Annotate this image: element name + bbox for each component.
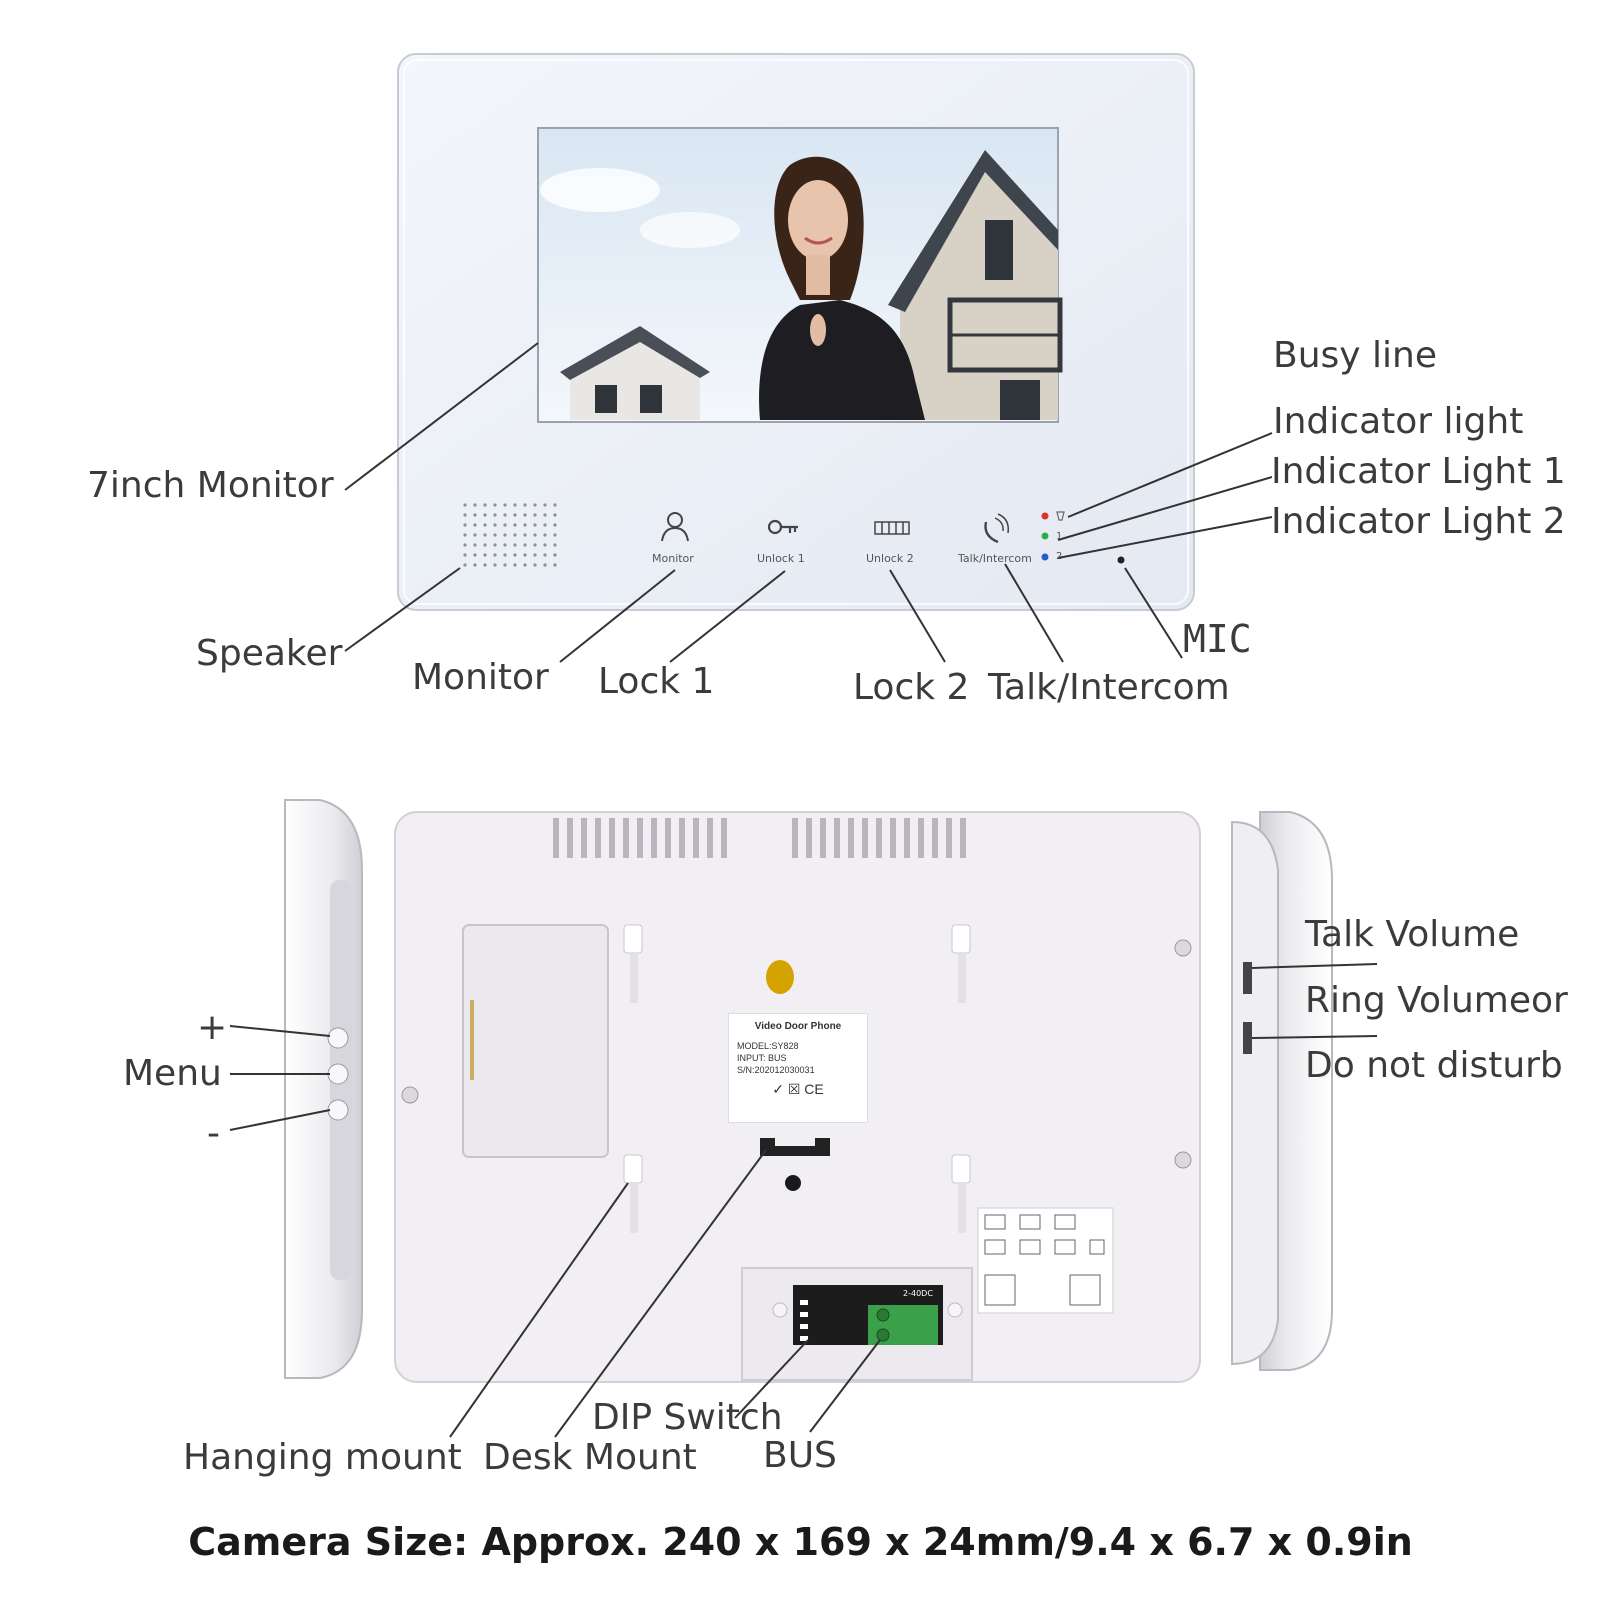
- callout-lock1: Lock 1: [598, 661, 715, 702]
- monitor-screen: [537, 127, 1063, 423]
- left-side-view: [284, 799, 363, 1379]
- led-1: [1041, 532, 1049, 540]
- product-sticker: Video Door Phone MODEL:SY828 INPUT: BUS …: [728, 1013, 868, 1123]
- led2-caption: 2: [1056, 551, 1063, 562]
- sticker-title: Video Door Phone: [754, 1021, 842, 1032]
- callout-hanging-mount: Hanging mount: [183, 1437, 462, 1478]
- terminal-dc-label: 2-40DC: [903, 1289, 933, 1298]
- callout-indicator-light: Indicator light: [1273, 401, 1524, 442]
- speaker-grill: [458, 500, 560, 570]
- phone-icon: [984, 513, 1010, 544]
- callout-talk-intercom: Talk/Intercom: [988, 667, 1230, 708]
- sticker-sn: S/N:202012030031: [737, 1064, 815, 1075]
- talk-volume-switch[interactable]: [1243, 962, 1252, 994]
- visitor-figure: [759, 156, 925, 420]
- unlock1-button-caption[interactable]: Unlock 1: [757, 552, 805, 565]
- right-side-view: [1231, 811, 1333, 1371]
- unlock2-button-caption[interactable]: Unlock 2: [866, 552, 914, 565]
- callout-lock2: Lock 2: [853, 667, 970, 708]
- callout-ring-volume: Ring Volumeor: [1305, 980, 1568, 1021]
- callout-minus: -: [207, 1113, 220, 1154]
- person-icon: [661, 512, 689, 542]
- callout-dip-switch: DIP Switch: [592, 1397, 783, 1438]
- callout-speaker: Speaker: [196, 633, 343, 674]
- plus-button[interactable]: [327, 1027, 349, 1049]
- ring-volume-switch[interactable]: [1243, 1022, 1252, 1054]
- callout-busy-line: Busy line: [1273, 335, 1437, 376]
- size-caption: Camera Size: Approx. 240 x 169 x 24mm/9.…: [188, 1520, 1413, 1564]
- callout-bus: BUS: [763, 1435, 837, 1476]
- minus-button[interactable]: [327, 1099, 349, 1121]
- busy-led: [1041, 512, 1049, 520]
- back-callout-lines: [229, 963, 1378, 1438]
- menu-button[interactable]: [327, 1063, 349, 1085]
- callout-7inch-monitor: 7inch Monitor: [87, 465, 334, 506]
- led-2: [1041, 553, 1049, 561]
- mic-hole: [1117, 556, 1125, 564]
- callout-indicator-light-2: Indicator Light 2: [1271, 501, 1566, 542]
- callout-desk-mount: Desk Mount: [483, 1437, 697, 1478]
- sticker-input: INPUT: BUS: [737, 1052, 787, 1063]
- monitor-button-caption[interactable]: Monitor: [652, 552, 694, 565]
- gate-icon: [874, 521, 910, 535]
- callout-do-not-disturb: Do not disturb: [1305, 1045, 1563, 1086]
- key-icon: [767, 519, 798, 535]
- callout-menu: Menu: [123, 1053, 222, 1094]
- certification-marks: ✓ ☒ CE: [772, 1080, 824, 1097]
- talk-button-caption[interactable]: Talk/Intercom: [958, 552, 1032, 565]
- callout-plus: +: [197, 1007, 228, 1048]
- bell-icon: [1056, 511, 1065, 521]
- callout-indicator-light-1: Indicator Light 1: [1271, 451, 1566, 492]
- callout-talk-volume: Talk Volume: [1305, 914, 1520, 955]
- led1-caption: 1: [1056, 531, 1063, 542]
- front-callout-lines: [344, 342, 1273, 663]
- callout-monitor: Monitor: [412, 657, 549, 698]
- callout-mic: MIC: [1183, 617, 1252, 661]
- sticker-model: MODEL:SY828: [737, 1040, 799, 1051]
